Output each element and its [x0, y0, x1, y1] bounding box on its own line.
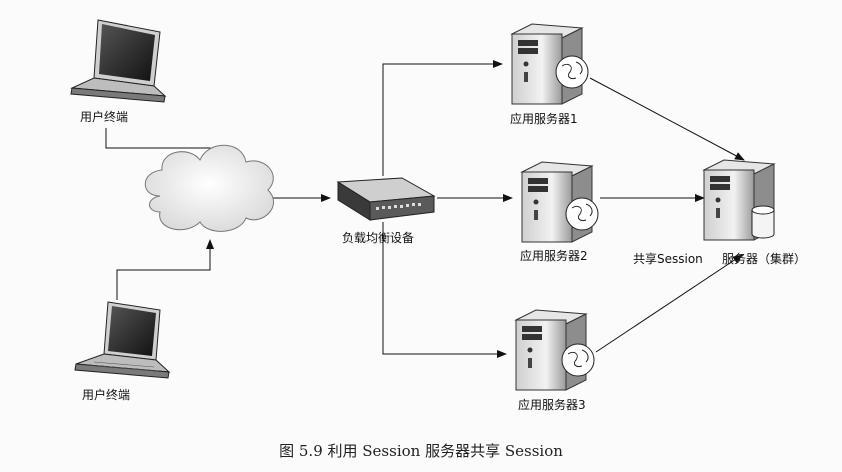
- user-terminal-bottom-label: 用户终端: [82, 388, 131, 402]
- app-server-2-label: 应用服务器2: [520, 249, 588, 263]
- user-terminal-top-label: 用户终端: [80, 110, 129, 124]
- load-balancer-icon: [336, 177, 436, 221]
- database-icon: [751, 205, 775, 239]
- app-server-1-label: 应用服务器1: [510, 112, 578, 126]
- cloud-icon: [144, 144, 275, 232]
- edge-lb-to-server-1: [382, 60, 503, 176]
- session-server-label: 服务器（集群）: [722, 252, 807, 266]
- app-server-3-label: 应用服务器3: [518, 398, 586, 412]
- globe-icon: [555, 55, 589, 89]
- figure-caption: 图 5.9 利用 Session 服务器共享 Session: [279, 442, 563, 460]
- edge-terminal-bottom-to-cloud: [116, 239, 214, 300]
- edge-lb-to-server-3: [382, 222, 507, 358]
- laptop-icon: [74, 301, 171, 379]
- shared-session-label: 共享Session: [633, 252, 703, 266]
- load-balancer-label: 负载均衡设备: [342, 231, 415, 245]
- edge-server-1-to-session: [589, 77, 745, 161]
- edge-server-3-to-session: [595, 254, 743, 353]
- connectors: [105, 60, 745, 358]
- globe-icon: [561, 343, 595, 377]
- globe-icon: [565, 197, 599, 231]
- laptop-icon: [70, 19, 167, 103]
